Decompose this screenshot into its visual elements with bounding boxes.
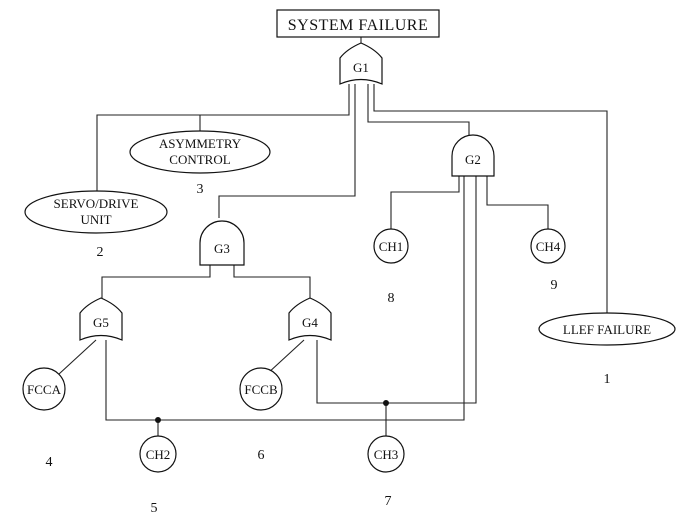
event-circle xyxy=(367,435,405,473)
event-circle xyxy=(373,228,409,264)
event-fccb-number: 6 xyxy=(258,448,265,463)
event-ch3: CH3 7 xyxy=(367,435,405,509)
or-gate-icon xyxy=(339,42,383,85)
event-servo-line1: SERVO/DRIVE xyxy=(54,196,139,211)
event-ch2-number: 5 xyxy=(151,501,158,516)
or-gate-icon xyxy=(288,297,332,341)
event-fcca-number: 4 xyxy=(46,455,53,470)
wire-g3-g4 xyxy=(233,265,311,299)
wire-g2-ch1 xyxy=(390,176,460,229)
event-llef-label: LLEF FAILURE xyxy=(563,322,651,337)
gate-g1-label: G1 xyxy=(353,60,369,75)
top-event-system-failure: SYSTEM FAILURE xyxy=(276,9,440,38)
event-circle xyxy=(239,367,283,411)
event-servo-number: 2 xyxy=(97,245,104,260)
event-ch3-label: CH3 xyxy=(374,447,399,462)
event-ellipse xyxy=(129,130,271,174)
wire-g4-ch3 xyxy=(316,176,477,404)
event-circle xyxy=(22,367,66,411)
top-event-label: SYSTEM FAILURE xyxy=(288,17,429,34)
event-llef-failure: LLEF FAILURE 1 xyxy=(538,312,676,387)
junction-dot-ch2 xyxy=(155,417,161,423)
event-fccb: FCCB 6 xyxy=(239,367,283,463)
event-ch2: CH2 5 xyxy=(139,435,177,516)
gate-g3-label: G3 xyxy=(214,241,230,256)
event-ch1-number: 8 xyxy=(388,291,395,306)
wire-g1-servo xyxy=(96,84,350,197)
event-asymmetry-line1: ASYMMETRY xyxy=(159,136,242,151)
wire-g1-g3 xyxy=(218,84,356,218)
event-servo-drive-unit: SERVO/DRIVE UNIT 2 xyxy=(24,190,168,260)
event-ellipse xyxy=(24,190,168,234)
event-fcca-label: FCCA xyxy=(27,382,62,397)
wire-g2-ch4 xyxy=(486,176,549,229)
wire-g4-fccb xyxy=(266,339,305,375)
top-event-box xyxy=(276,9,440,38)
wire-g3-g5 xyxy=(101,265,211,299)
wire-g1-llef xyxy=(373,84,608,313)
event-ch4-label: CH4 xyxy=(536,239,561,254)
event-ch3-number: 7 xyxy=(385,494,392,509)
event-ch4: CH4 9 xyxy=(530,228,566,293)
event-ch2-label: CH2 xyxy=(146,447,171,462)
event-fccb-label: FCCB xyxy=(244,382,278,397)
or-gate-icon xyxy=(79,297,123,341)
event-asymmetry-number: 3 xyxy=(197,182,204,197)
wire-g5-ch2 xyxy=(105,176,465,421)
and-gate-icon xyxy=(451,134,495,177)
junction-dot-ch3 xyxy=(383,400,389,406)
event-llef-number: 1 xyxy=(604,372,611,387)
event-ellipse xyxy=(538,312,676,346)
event-ch1-label: CH1 xyxy=(379,239,404,254)
gate-g5-label: G5 xyxy=(93,315,109,330)
event-fcca: FCCA 4 xyxy=(22,367,66,470)
gate-g2-label: G2 xyxy=(465,152,481,167)
event-circle xyxy=(139,435,177,473)
gate-g1-or: G1 xyxy=(339,42,383,85)
and-gate-icon xyxy=(199,220,245,266)
gate-g3-and: G3 xyxy=(199,220,245,266)
event-servo-line2: UNIT xyxy=(80,212,111,227)
connection-wires xyxy=(58,37,608,437)
event-ch4-number: 9 xyxy=(551,278,558,293)
event-asymmetry-control: ASYMMETRY CONTROL 3 xyxy=(129,130,271,197)
gate-g4-label: G4 xyxy=(302,315,318,330)
wire-g5-fcca xyxy=(58,339,97,375)
wire-g1-g2 xyxy=(367,84,470,136)
gate-g5-or: G5 xyxy=(79,297,123,341)
event-circle xyxy=(530,228,566,264)
event-asymmetry-line2: CONTROL xyxy=(169,152,230,167)
event-ch1: CH1 8 xyxy=(373,228,409,306)
gate-g2-and: G2 xyxy=(451,134,495,177)
gate-g4-or: G4 xyxy=(288,297,332,341)
